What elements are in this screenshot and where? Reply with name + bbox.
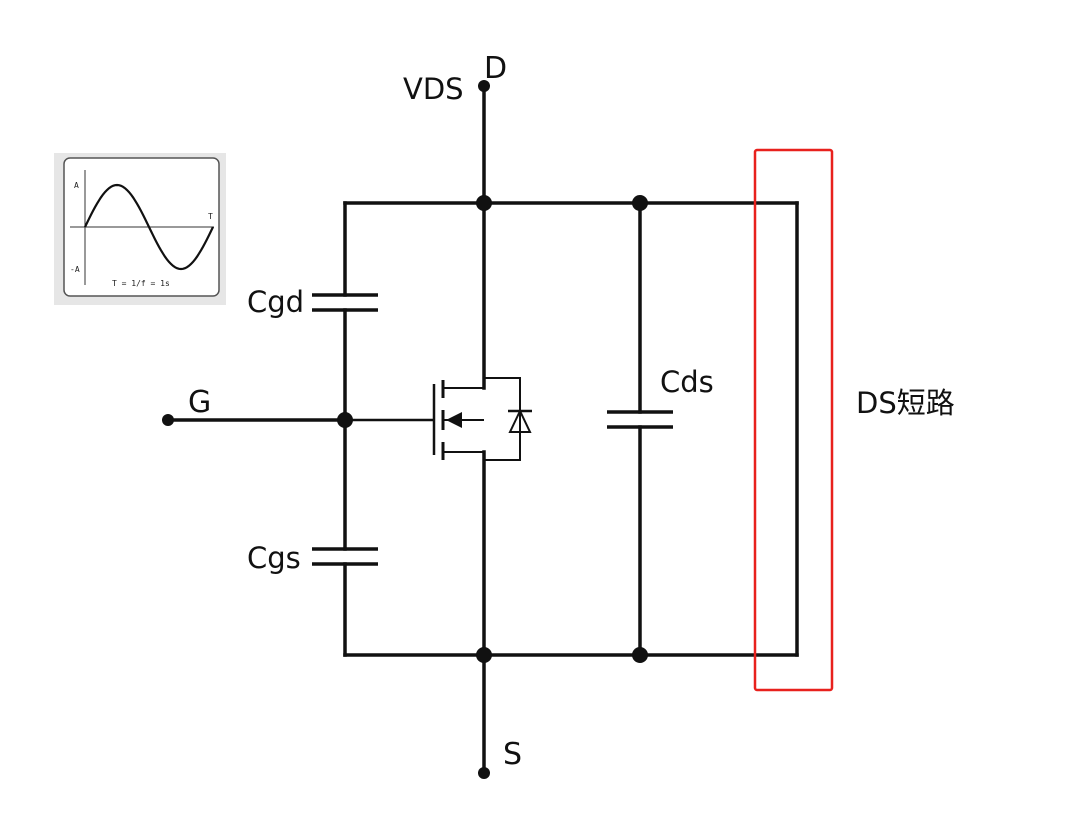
gate-label: G <box>188 385 211 420</box>
vds-label: VDS <box>403 72 464 106</box>
junction-dot-cds-bottom <box>632 647 648 663</box>
cgs-label: Cgs <box>247 541 301 575</box>
drain-label: D <box>484 51 507 86</box>
sine-curve <box>84 183 214 271</box>
drain-terminal-dot <box>478 80 490 92</box>
inset-period-label: T <box>208 212 213 221</box>
body-diode-loop-wire <box>484 377 521 461</box>
mosfet-symbol <box>432 201 532 657</box>
cds-label: Cds <box>660 365 714 399</box>
ds-short-highlight-box <box>753 148 834 692</box>
sine-waveform-inset: A -A T T = 1/f = 1s <box>54 153 226 305</box>
cds-capacitor: Cds <box>607 201 714 657</box>
cgd-label: Cgd <box>247 285 304 319</box>
inset-formula-label: T = 1/f = 1s <box>112 279 170 288</box>
drain-terminal: D VDS <box>403 51 507 205</box>
source-terminal-dot <box>478 767 490 779</box>
body-diode-triangle-icon <box>508 408 532 433</box>
junction-dot-drain-top <box>476 195 492 211</box>
junction-dot-gate <box>337 412 353 428</box>
junction-dot-cds-top <box>632 195 648 211</box>
mosfet-body-arrow-icon <box>446 412 462 428</box>
source-terminal: S <box>478 653 522 779</box>
cgd-capacitor: Cgd <box>247 201 378 422</box>
source-label: S <box>503 737 522 772</box>
junction-dot-source-bottom <box>476 647 492 663</box>
inset-amp-pos-label: A <box>74 181 79 190</box>
gate-terminal-dot <box>162 414 174 426</box>
gate-terminal: G <box>162 385 433 426</box>
cgs-capacitor: Cgs <box>247 418 378 657</box>
ds-short-label: DS短路 <box>856 386 955 420</box>
inset-amp-neg-label: -A <box>70 265 80 274</box>
